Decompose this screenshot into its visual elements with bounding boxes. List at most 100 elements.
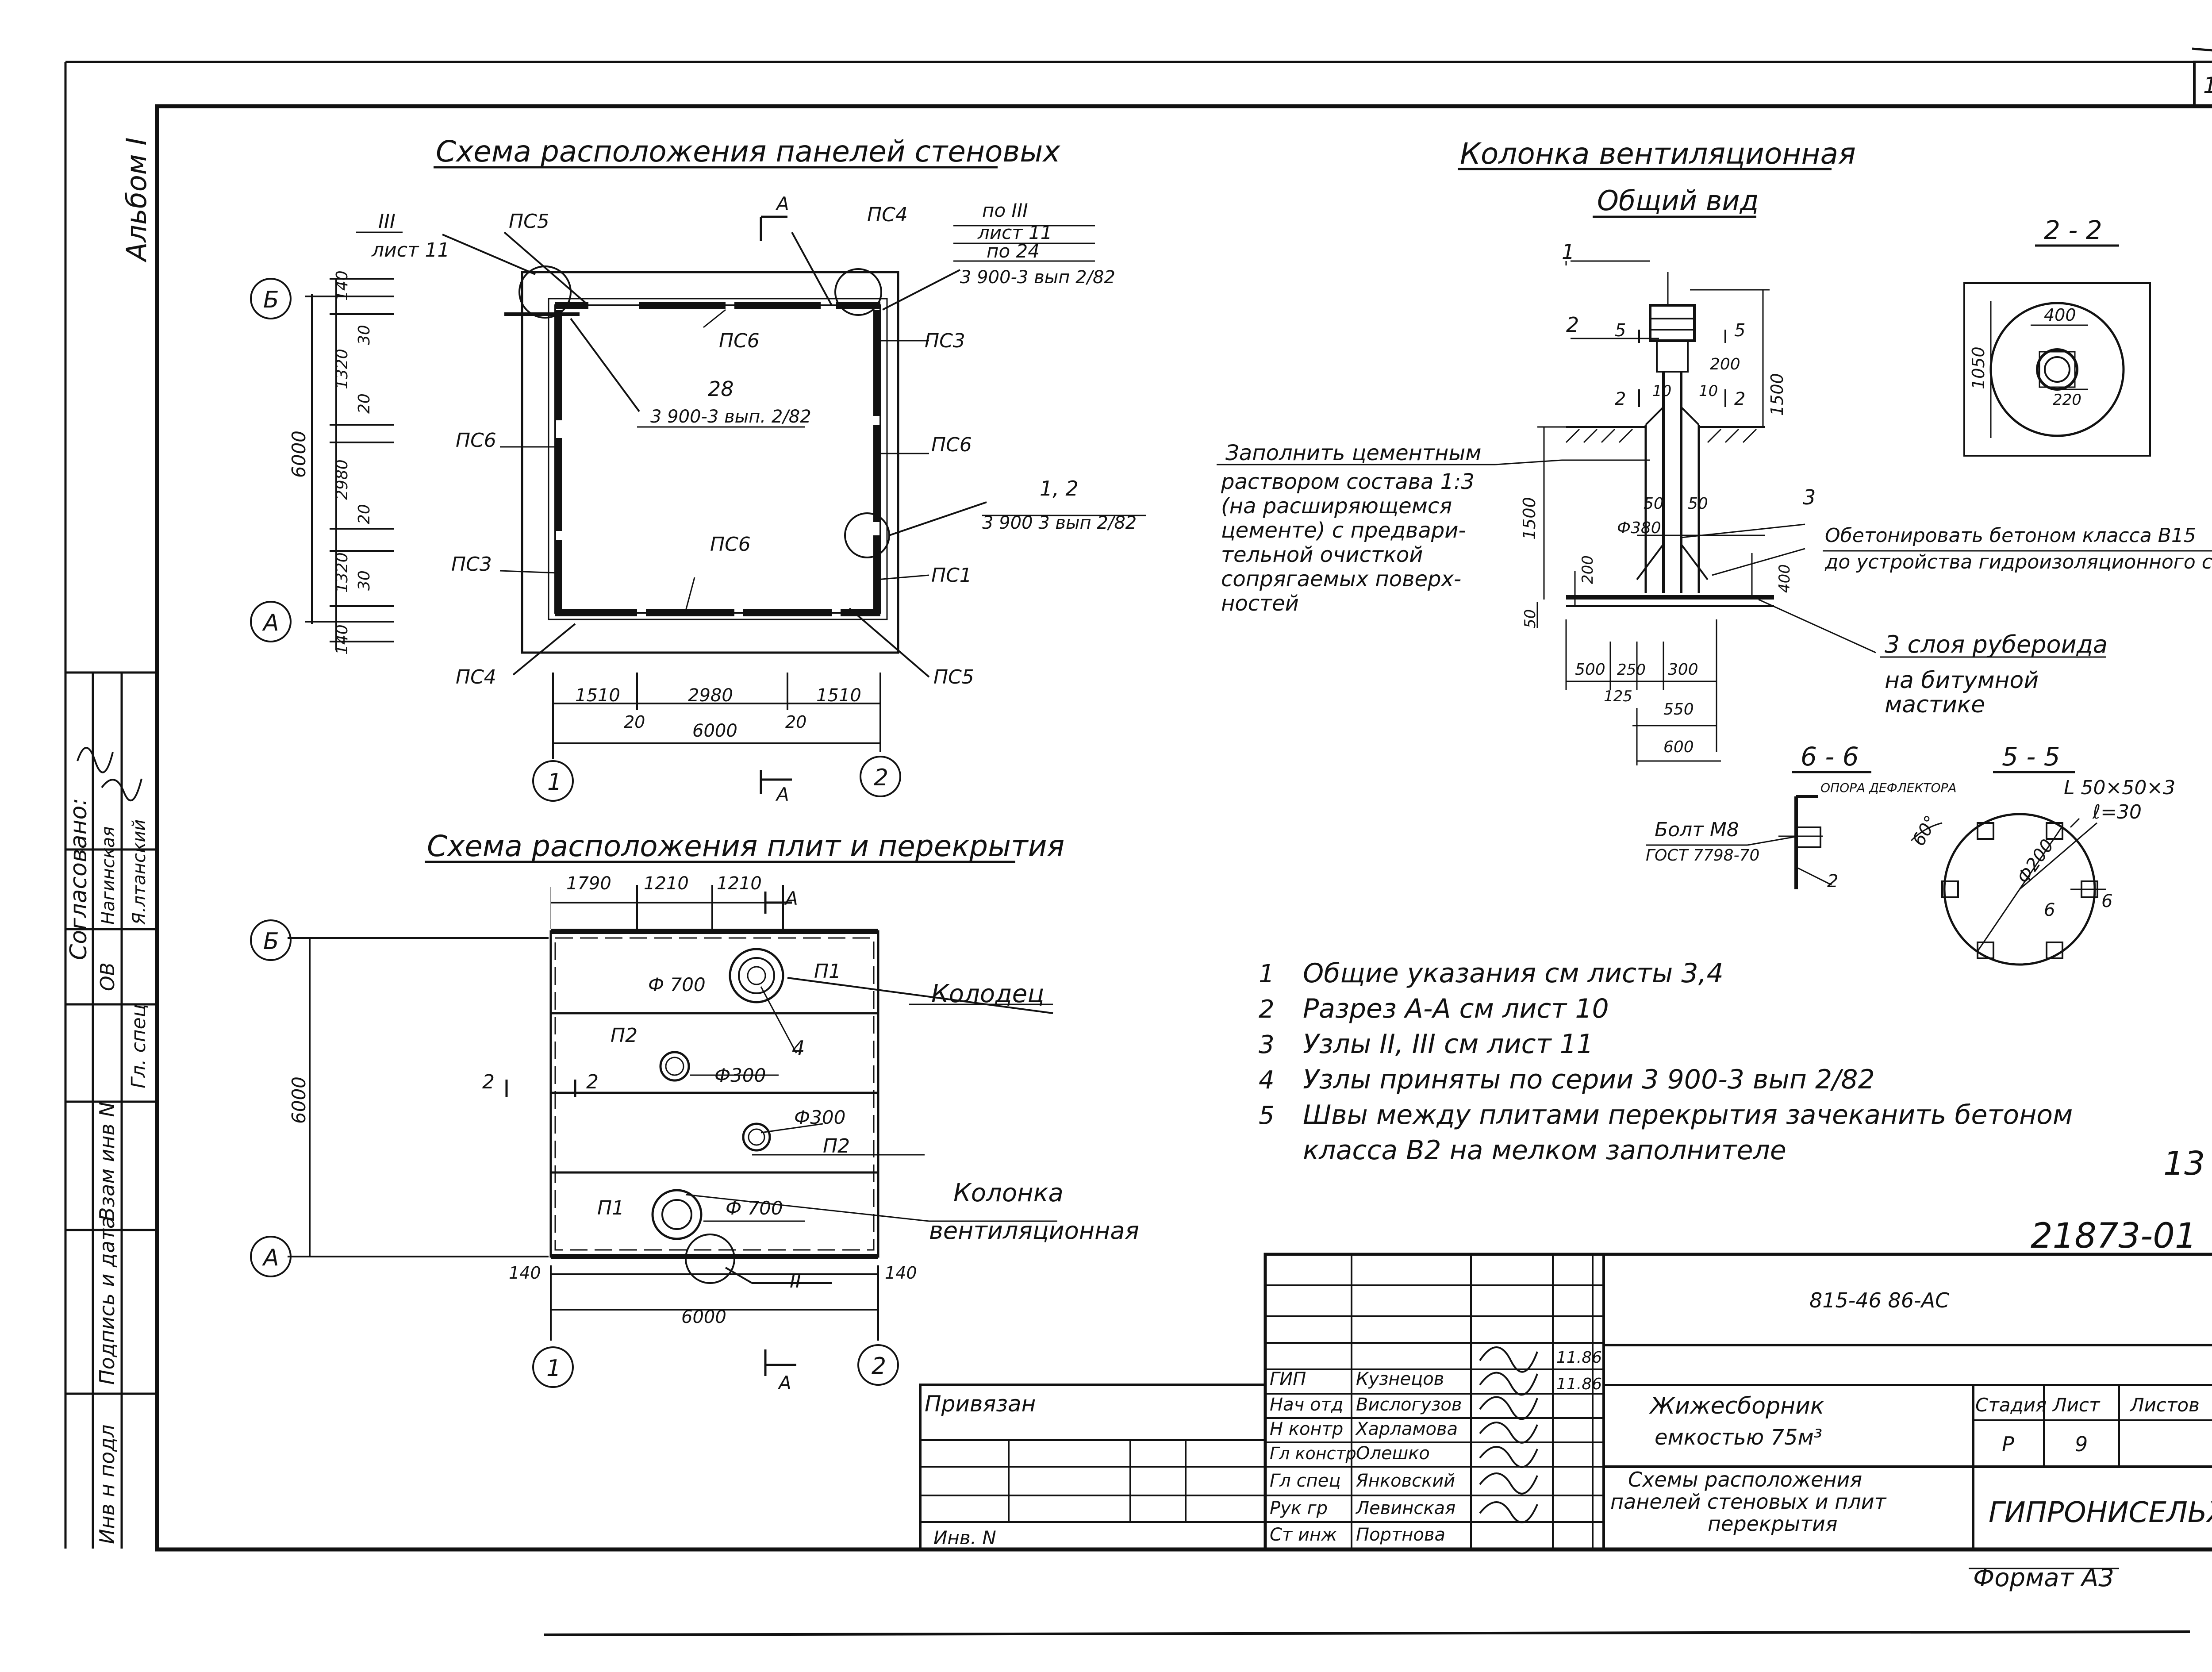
slab-p1-top: П1 xyxy=(814,960,841,983)
wall-dim-gap-1: 20 xyxy=(785,712,806,732)
wall-dim-v-8: 140 xyxy=(333,624,351,655)
section-66-drawing xyxy=(1646,795,1832,889)
tb-inv: Инв. N xyxy=(933,1527,996,1549)
tb-name-6: Портнова xyxy=(1356,1525,1445,1545)
callout-po3-l1: по III xyxy=(982,200,1028,221)
axis-2-top: 2 xyxy=(874,765,888,791)
strip-role-spec: Гл. спец xyxy=(127,1004,150,1088)
wall-dim-h-2: 1510 xyxy=(816,685,861,706)
panel-ps6-right: ПС6 xyxy=(931,434,972,456)
column-dim-50a: 50 xyxy=(1644,495,1664,513)
note-4-num: 4 xyxy=(1259,1066,1275,1095)
strip-cell-inv: Инв н подл xyxy=(95,1425,119,1544)
note-4-text: Узлы приняты по серии 3 900-3 вып 2/82 xyxy=(1303,1064,1875,1095)
slab-d700-bottom: Ф 700 xyxy=(726,1197,783,1219)
column-note-fill-5: сопрягаемых поверх- xyxy=(1221,567,1461,592)
strip-role-ov: ОВ xyxy=(96,962,119,991)
note-2-num: 2 xyxy=(1259,995,1275,1024)
section-22-title: 2 - 2 xyxy=(2044,215,2102,245)
tb-role-4: Гл спец xyxy=(1270,1471,1341,1491)
strip-name-1: Нагинская xyxy=(98,826,119,925)
column-dim-10b: 10 xyxy=(1699,382,1718,400)
panel-ps3-left: ПС3 xyxy=(451,553,492,576)
axis-a-top: А xyxy=(262,610,279,636)
column-note-fill-3: цементе) с предвари- xyxy=(1221,518,1466,543)
section-66-gost: ГОСТ 7798-70 xyxy=(1646,846,1759,865)
panel-ps5-bottom: ПС5 xyxy=(933,666,974,688)
slab-section-a-1: А xyxy=(784,888,798,909)
wall-dim-v-3: 20 xyxy=(355,393,373,414)
panel-ps3-right: ПС3 xyxy=(925,330,965,352)
slab-dim-top-1: 1210 xyxy=(644,873,689,894)
tb-sheet-title-2: перекрытия xyxy=(1708,1512,1838,1536)
section-22-drawing xyxy=(1963,282,2151,457)
wall-dim-v-overall: 6000 xyxy=(288,430,310,478)
slab-dim-edge-0: 140 xyxy=(509,1263,541,1283)
slab-dim-top-2: 1210 xyxy=(717,873,762,894)
panel-ps6-bottom: ПС6 xyxy=(710,533,751,556)
column-dim-200: 200 xyxy=(1710,355,1740,373)
drawing-number: 21873-01 xyxy=(2031,1216,2197,1256)
column-note-roof-1: на битумной xyxy=(1885,667,2039,694)
axis-1-top: 1 xyxy=(547,769,562,796)
note-3-num: 3 xyxy=(1259,1030,1275,1059)
wall-dim-v-0: 140 xyxy=(333,270,351,301)
notes-list: 1 Общие указания см листы 3,4 2 Разрез А… xyxy=(1259,958,2073,1166)
panel-ps4-top: ПС4 xyxy=(867,204,908,226)
strip-signatures xyxy=(77,747,142,802)
axis-1-bottom: 1 xyxy=(546,1355,561,1382)
column-note-fill-4: тельной очисткой xyxy=(1221,542,1423,567)
slab-scheme-dims xyxy=(250,919,899,1388)
panel-ps6-top: ПС6 xyxy=(719,330,760,352)
wall-dim-v-6: 1320 xyxy=(333,552,351,593)
section-22-d220: 220 xyxy=(2053,391,2081,409)
tb-project-title-1: емкостью 75м³ xyxy=(1655,1425,1822,1450)
column-note-fill-0: Заполнить цементным xyxy=(1225,441,1481,465)
slab-dim-top-0: 1790 xyxy=(566,873,611,894)
column-dim-600: 600 xyxy=(1663,738,1694,756)
tb-role-1: Нач отд xyxy=(1270,1395,1343,1415)
callout-po3-l4: 3 900-3 вып 2/82 xyxy=(960,267,1115,288)
slab-section-2-right: 2 xyxy=(586,1071,599,1093)
note-1-text: Общие указания см листы 3,4 xyxy=(1303,958,1724,989)
section-55-title: 5 - 5 xyxy=(2002,742,2060,772)
strip-agreed: Согласовано: xyxy=(65,798,92,960)
callout-po3-l2: лист 11 xyxy=(977,222,1052,243)
tb-sheet-title-0: Схемы расположения xyxy=(1628,1468,1862,1491)
wall-dim-v-5: 20 xyxy=(355,504,373,524)
tb-name-5: Левинская xyxy=(1355,1498,1455,1518)
section-22-d1050: 1050 xyxy=(1969,346,1988,389)
tb-stage: Р xyxy=(2002,1432,2014,1456)
slab-d300-top: Ф300 xyxy=(714,1065,766,1086)
callout-28-num: 28 xyxy=(708,377,734,401)
column-note-roof-0: 3 слоя рубероида xyxy=(1885,630,2108,658)
column-dim-550: 550 xyxy=(1663,700,1694,719)
column-dim-380: Ф380 xyxy=(1617,519,1661,537)
wall-scheme-dims xyxy=(250,278,901,802)
column-note-fill-6: ностей xyxy=(1221,591,1299,616)
tb-role-0: ГИП xyxy=(1270,1369,1306,1389)
slab-p1-bottom: П1 xyxy=(597,1197,624,1219)
wall-dim-gap-0: 20 xyxy=(624,712,645,732)
section-mark-a-1: А xyxy=(775,193,789,215)
slab-dim-v: 6000 xyxy=(288,1076,310,1124)
column-title: Колонка вентиляционная xyxy=(1460,137,1856,171)
tb-code: 815-46 86-АС xyxy=(1809,1288,1949,1312)
tb-sheet: 9 xyxy=(2075,1432,2088,1456)
column-note-fill-2: (на расширяющемся xyxy=(1221,494,1452,519)
wall-dim-v-4: 2980 xyxy=(333,459,351,500)
panel-ps6-left: ПС6 xyxy=(456,429,496,452)
slab-dim-edge-1: 140 xyxy=(885,1263,917,1283)
tb-role-6: Ст инж xyxy=(1270,1525,1337,1545)
slab-section-2-left: 2 xyxy=(482,1071,495,1093)
wall-dim-v-2: 30 xyxy=(355,325,373,345)
column-dim-50c: 50 xyxy=(1521,609,1539,628)
callout-12-num: 1, 2 xyxy=(1040,477,1079,500)
note-1-num: 1 xyxy=(1259,960,1275,988)
slab-label-column-1: Колонка xyxy=(953,1179,1064,1207)
column-subtitle: Общий вид xyxy=(1597,184,1759,217)
wall-dim-v-7: 30 xyxy=(355,570,373,591)
panel-ps1-right: ПС1 xyxy=(931,564,972,587)
column-dim-200b: 200 xyxy=(1579,555,1597,584)
